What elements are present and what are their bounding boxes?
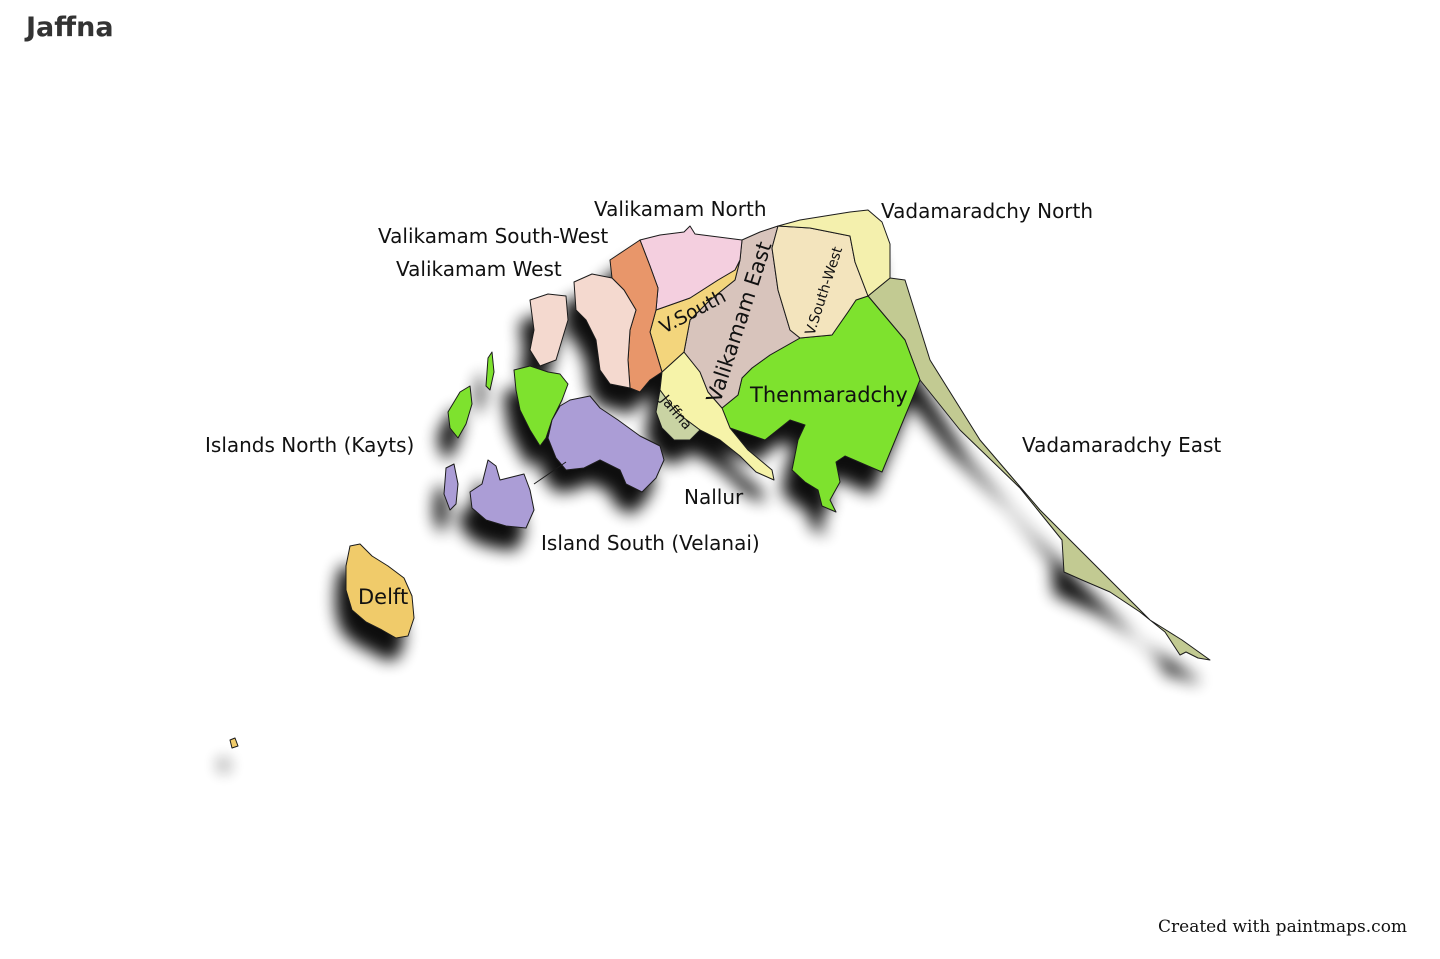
region-valikamam-west[interactable]: [573, 273, 637, 389]
label-thenmaradchy: Thenmaradchy: [749, 383, 908, 407]
region-vadamaradchy-north[interactable]: [777, 209, 891, 297]
label-delft: Delft: [358, 585, 408, 609]
credit-text: Created with paintmaps.com: [1158, 917, 1408, 937]
region-islands-north-islet-2[interactable]: [485, 351, 495, 391]
region-delft-islet[interactable]: [229, 737, 239, 749]
label-valikamam-south-west: Valikamam South-West: [378, 224, 608, 248]
label-nallur: Nallur: [684, 485, 744, 509]
causeway-line: [533, 461, 567, 485]
region-jaffna[interactable]: [655, 389, 701, 441]
map-title: Jaffna: [26, 12, 114, 43]
region-valikamam-west-islet[interactable]: [529, 293, 569, 367]
region-delft[interactable]: [345, 543, 415, 639]
label-vadamaradchy-east: Vadamaradchy East: [1022, 433, 1221, 457]
label-island-south-velanai: Island South (Velanai): [541, 531, 760, 555]
region-island-south-velanai[interactable]: [547, 395, 665, 493]
label-islands-north-kayts: Islands North (Kayts): [205, 433, 414, 457]
region-island-south-islet-1[interactable]: [469, 459, 535, 529]
region-vadamaradchy-east[interactable]: [867, 277, 1211, 661]
region-islands-north-islet-1[interactable]: [447, 385, 473, 439]
label-valikamam-west: Valikamam West: [396, 257, 562, 281]
label-vadamaradchy-north: Vadamaradchy North: [881, 199, 1093, 223]
region-island-south-islet-2[interactable]: [443, 463, 459, 511]
label-valikamam-north: Valikamam North: [594, 197, 767, 221]
